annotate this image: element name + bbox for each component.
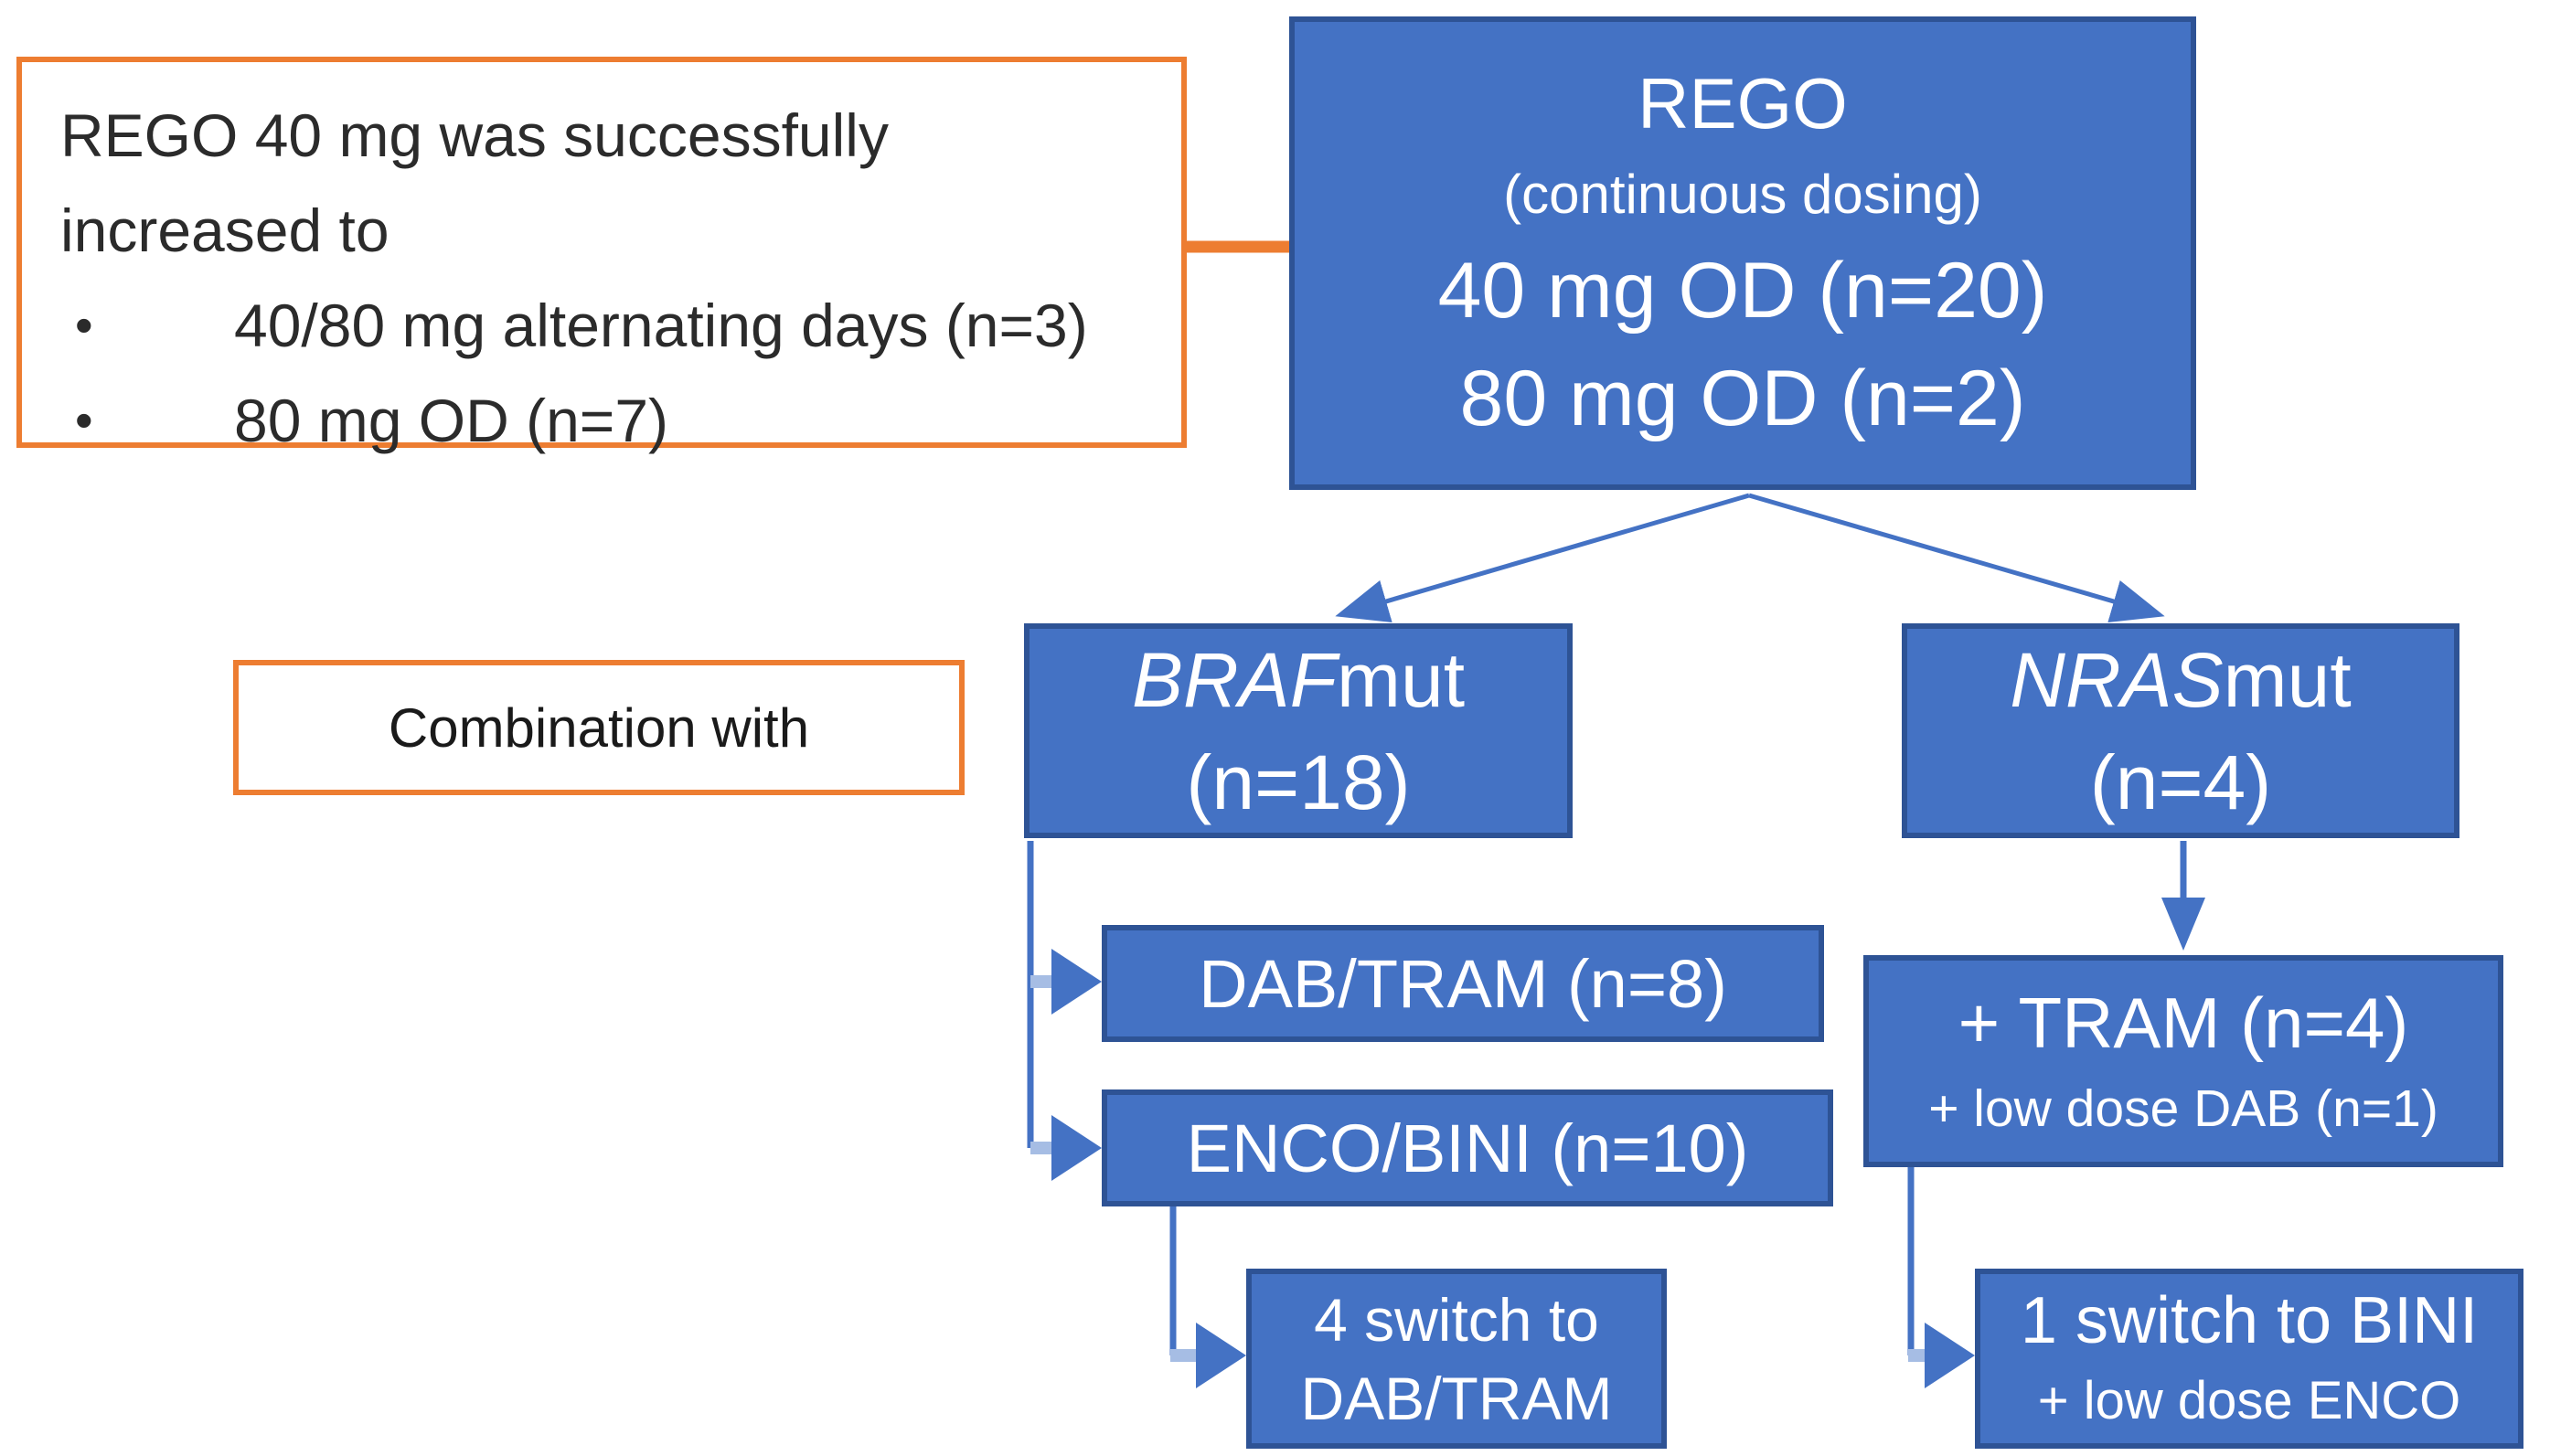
arrowhead-switch-bini [1925,1323,1975,1388]
tram-line-1: + TRAM (n=4) [1958,983,2409,1063]
combination-label: Combination with [388,696,810,759]
node-nrasmut: NRASmut (n=4) [1902,623,2459,838]
rego-subtitle: (continuous dosing) [1503,164,1982,225]
brafmut-count: (n=18) [1186,739,1411,825]
tram-line-2: + low dose DAB (n=1) [1928,1079,2438,1138]
node-dab-tram: DAB/TRAM (n=8) [1102,925,1824,1042]
note-line-1: REGO 40 mg was successfully [60,101,889,169]
note-bullet-1-text: 40/80 mg alternating days (n=3) [234,292,1088,359]
rego-dose-line-1: 40 mg OD (n=20) [1437,247,2048,335]
note-bullet-2-text: 80 mg OD (n=7) [234,387,669,454]
switch-bini-line-2: + low dose ENCO [2037,1370,2461,1430]
switch-bini-line-1: 1 switch to BINI [2020,1283,2479,1357]
rego-dose-line-2: 80 mg OD (n=2) [1459,355,2026,442]
dab-tram-label: DAB/TRAM (n=8) [1199,945,1727,1022]
switch-dab-line-1: 4 switch to [1314,1285,1599,1354]
node-brafmut: BRAFmut (n=18) [1024,623,1573,838]
node-enco-bini: ENCO/BINI (n=10) [1102,1089,1833,1206]
arrow-rego-to-braf [1335,493,1750,623]
arrowhead-switch-dab [1196,1323,1246,1388]
note-line-2: increased to [60,197,389,264]
nras-mut-suffix: mut [2223,636,2352,723]
rego-title: REGO [1638,63,1848,143]
enco-bini-label: ENCO/BINI (n=10) [1186,1110,1749,1186]
rego-escalation-note-box: REGO 40 mg was successfully increased to… [16,57,1187,454]
arrowhead-enco-bini [1051,1115,1102,1181]
nrasmut-label: NRASmut [2010,629,2351,731]
switch-dab-line-2: DAB/TRAM [1300,1364,1613,1432]
bullet-icon: • [75,391,93,449]
arrow-rego-to-nras [1748,493,2165,623]
arrowhead-dab-tram [1051,949,1102,1015]
note-bullet-1: • 40/80 mg alternating days (n=3) [60,278,1163,373]
combination-label-box: Combination with [233,660,965,795]
note-bullet-2: • 80 mg OD (n=7) [60,373,1163,468]
nrasmut-count: (n=4) [2089,739,2272,825]
node-plus-tram: + TRAM (n=4) + low dose DAB (n=1) [1863,955,2503,1167]
node-rego: REGO (continuous dosing) 40 mg OD (n=20)… [1289,16,2196,490]
bullet-icon: • [75,296,93,354]
braf-gene-name: BRAF [1131,636,1337,723]
nras-gene-name: NRAS [2010,636,2224,723]
node-switch-to-bini: 1 switch to BINI + low dose ENCO [1975,1269,2523,1449]
node-switch-to-dab-tram: 4 switch to DAB/TRAM [1246,1269,1667,1449]
braf-mut-suffix: mut [1337,636,1466,723]
brafmut-label: BRAFmut [1132,629,1465,731]
